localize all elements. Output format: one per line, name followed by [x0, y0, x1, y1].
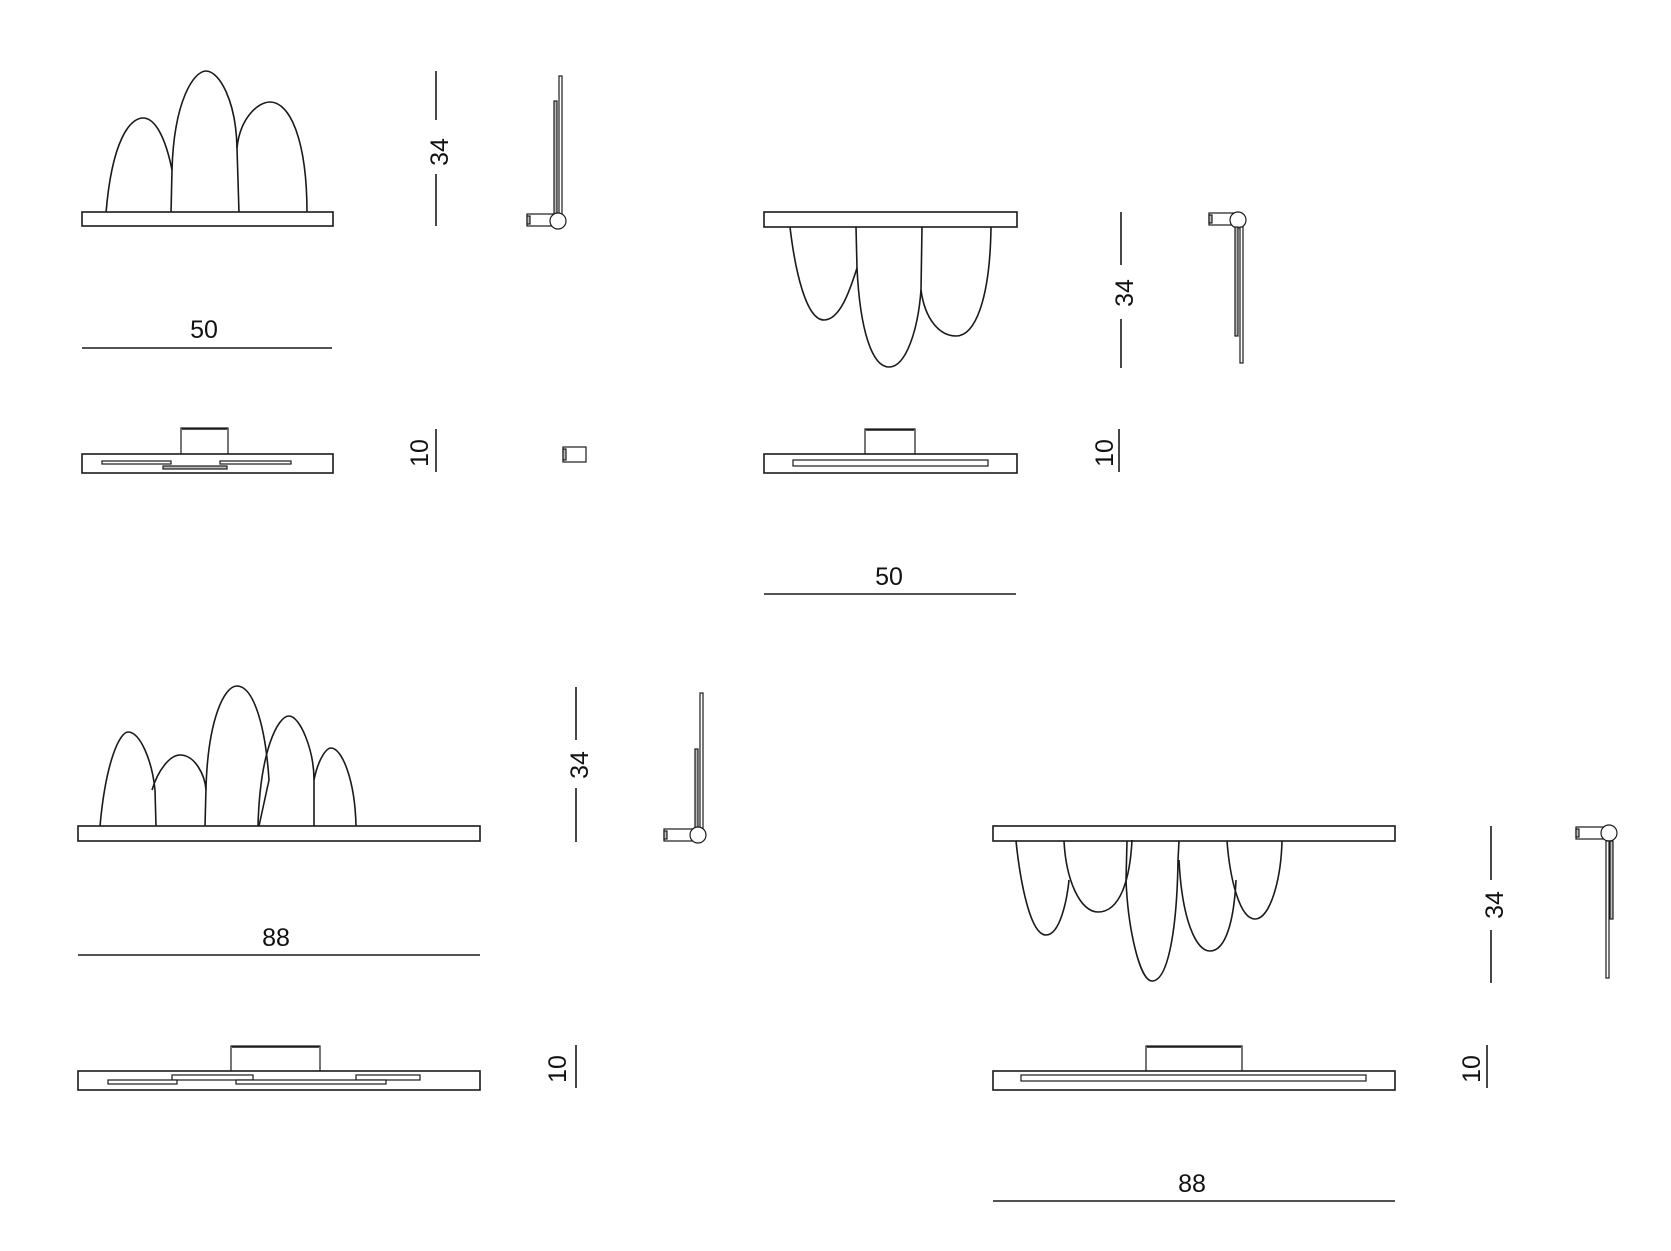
- width-dimension-large-up: 88: [78, 924, 480, 956]
- top-view-large-up: [77, 1045, 481, 1091]
- front-view-small-down: [763, 211, 1018, 368]
- width-dimension-small-down: 50: [764, 563, 1016, 595]
- top-view-large-down: [992, 1045, 1396, 1091]
- depth-label: 10: [1458, 1055, 1486, 1083]
- side-view-small-up: [526, 75, 567, 230]
- top-view-small-down: [763, 428, 1018, 474]
- height-label: 34: [1481, 891, 1509, 919]
- height-label: 34: [1111, 279, 1139, 307]
- width-label: 50: [190, 316, 218, 344]
- height-label: 34: [566, 751, 594, 779]
- front-view-large-up: [77, 685, 481, 842]
- variant-large-down: 34 10 88: [992, 824, 1618, 1202]
- side-view-large-up: [663, 692, 707, 844]
- depth-label: 10: [1091, 439, 1119, 467]
- depth-dimension-small-up: 10: [406, 429, 437, 472]
- width-dimension-small-up: 50: [82, 316, 332, 349]
- side-view-large-down: [1575, 824, 1618, 979]
- depth-dimension-large-down: 10: [1458, 1045, 1488, 1088]
- front-view-large-down: [992, 825, 1396, 982]
- width-label: 50: [875, 563, 903, 591]
- end-view-small-up: [562, 446, 587, 463]
- variant-small-down: 34 10 50: [763, 211, 1247, 595]
- depth-dimension-large-up: 10: [544, 1045, 577, 1088]
- width-label: 88: [262, 924, 290, 952]
- width-dimension-large-down: 88: [993, 1170, 1395, 1202]
- height-label: 34: [426, 138, 454, 166]
- front-view-small-up: [81, 70, 334, 227]
- variant-large-up: 34 88 10: [77, 685, 707, 1091]
- top-view-small-up: [81, 427, 334, 474]
- depth-label: 10: [406, 439, 434, 467]
- height-dimension-small-down: 34: [1111, 212, 1139, 368]
- depth-label: 10: [544, 1055, 572, 1083]
- variant-small-up: 34 50 10: [81, 70, 587, 474]
- side-view-small-down: [1208, 211, 1247, 364]
- depth-dimension-small-down: 10: [1091, 429, 1120, 472]
- height-dimension-small-up: 34: [426, 71, 454, 226]
- height-dimension-large-up: 34: [566, 687, 594, 842]
- width-label: 88: [1178, 1170, 1206, 1198]
- height-dimension-large-down: 34: [1481, 826, 1509, 983]
